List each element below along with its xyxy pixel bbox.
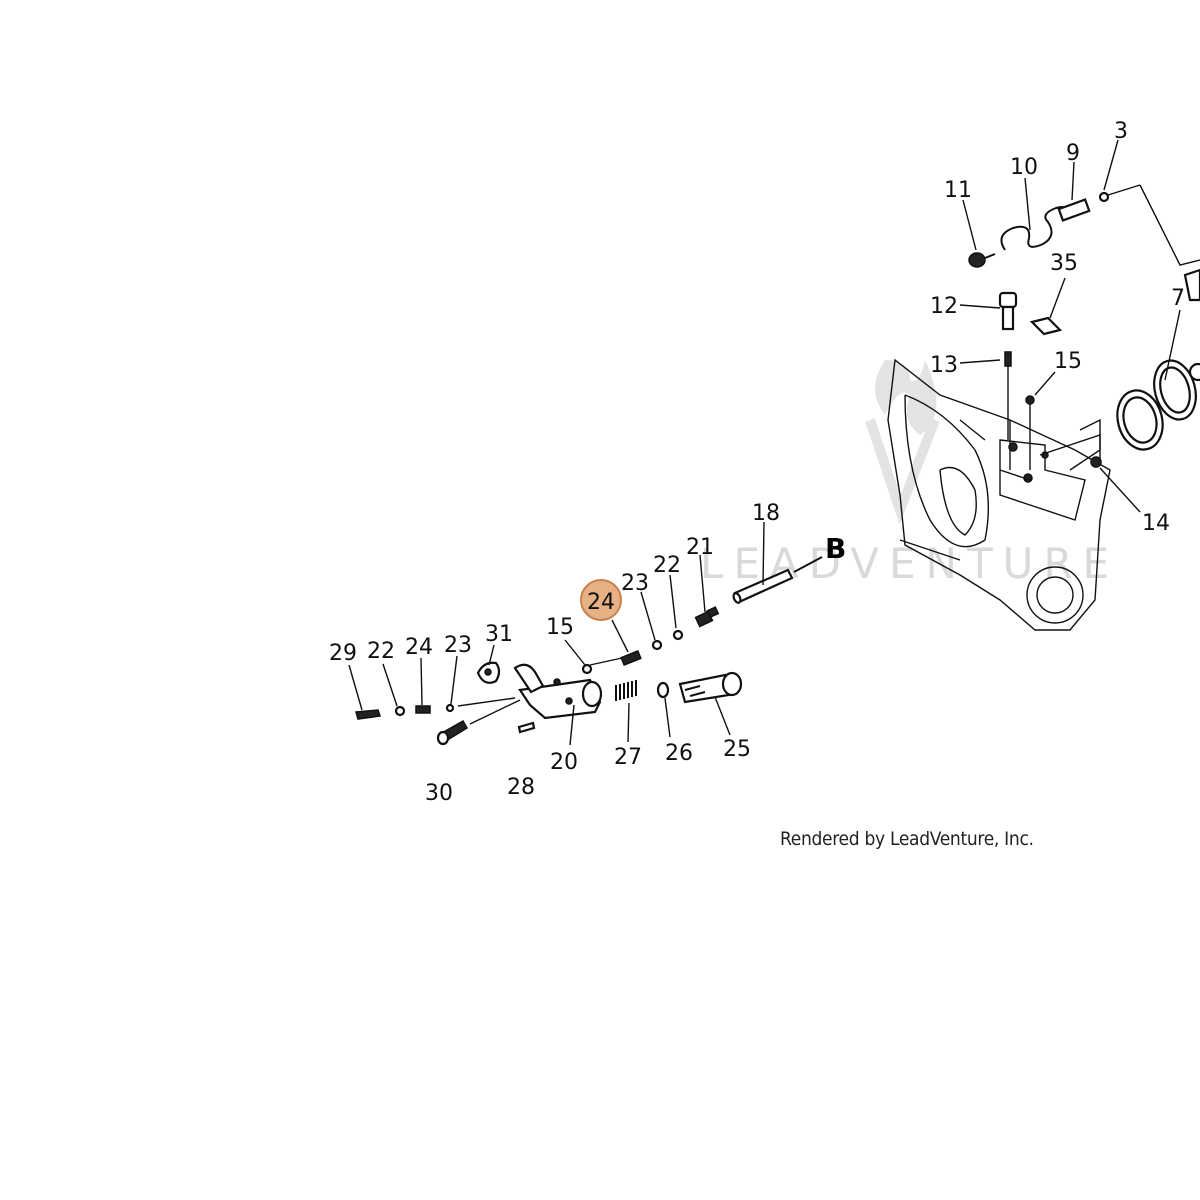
part-10-spring [1000, 206, 1068, 251]
label-12: 12 [930, 294, 958, 319]
label-35: 35 [1050, 251, 1078, 276]
highlight-marker [580, 579, 622, 621]
label-25: 25 [723, 737, 751, 762]
label-14: 14 [1142, 511, 1170, 536]
label-7: 7 [1171, 286, 1185, 311]
part-26-oring [656, 681, 670, 699]
leader-lines [348, 139, 1181, 746]
watermark: LEADVENTURE [700, 360, 1109, 588]
part-23-washer [651, 639, 663, 651]
part-11-nut [968, 252, 996, 268]
label-28: 28 [507, 775, 535, 800]
part-18-rod [732, 568, 794, 604]
label-9: 9 [1066, 141, 1080, 166]
part-9-shaft [1057, 198, 1091, 222]
part-24-spring-left [415, 705, 431, 714]
label-22: 22 [653, 553, 681, 578]
section-marker-b: B [825, 532, 846, 565]
label-22-left: 22 [367, 639, 395, 664]
part-35-gasket [1029, 316, 1063, 336]
part-30-screw [436, 719, 469, 746]
part-20-housing [513, 663, 603, 720]
credit-text: Rendered by LeadVenture, Inc. [780, 828, 1034, 850]
part-12-fitting [998, 291, 1018, 331]
part-labels: 3 9 10 11 35 12 7 13 15 14 18 21 22 23 2… [329, 119, 1185, 806]
part-22-washer [672, 629, 684, 641]
part-28-pin [517, 721, 536, 734]
part-3-washer [1098, 191, 1110, 203]
label-11: 11 [944, 178, 972, 203]
part-27-spring [615, 680, 637, 701]
crankcase-housing [887, 358, 1111, 631]
label-15-top: 15 [1054, 349, 1082, 374]
part-15-washer-top [1025, 395, 1035, 405]
label-10: 10 [1010, 155, 1038, 180]
label-20: 20 [550, 750, 578, 775]
part-7-seals [1116, 268, 1200, 451]
label-30: 30 [425, 781, 453, 806]
label-27: 27 [614, 745, 642, 770]
label-24: 24 [587, 590, 615, 615]
part-29-bolt [355, 709, 381, 720]
part-14-washer [1090, 456, 1102, 468]
label-13: 13 [930, 353, 958, 378]
label-26: 26 [665, 741, 693, 766]
label-31: 31 [485, 622, 513, 647]
part-23-washer-left [445, 703, 455, 713]
part-13-pin [1004, 351, 1012, 440]
label-23: 23 [621, 571, 649, 596]
part-24-spring [620, 649, 642, 667]
part-22-washer-left [394, 705, 406, 717]
label-23-left: 23 [444, 633, 472, 658]
part-15-washer [581, 663, 593, 675]
part-25-cylinder [678, 671, 743, 704]
part-31-plate [476, 661, 501, 684]
label-15: 15 [546, 615, 574, 640]
part-21-bolt [694, 606, 720, 628]
label-24-left: 24 [405, 635, 433, 660]
label-21: 21 [686, 535, 714, 560]
label-29: 29 [329, 641, 357, 666]
label-3: 3 [1114, 119, 1128, 144]
label-18: 18 [752, 501, 780, 526]
